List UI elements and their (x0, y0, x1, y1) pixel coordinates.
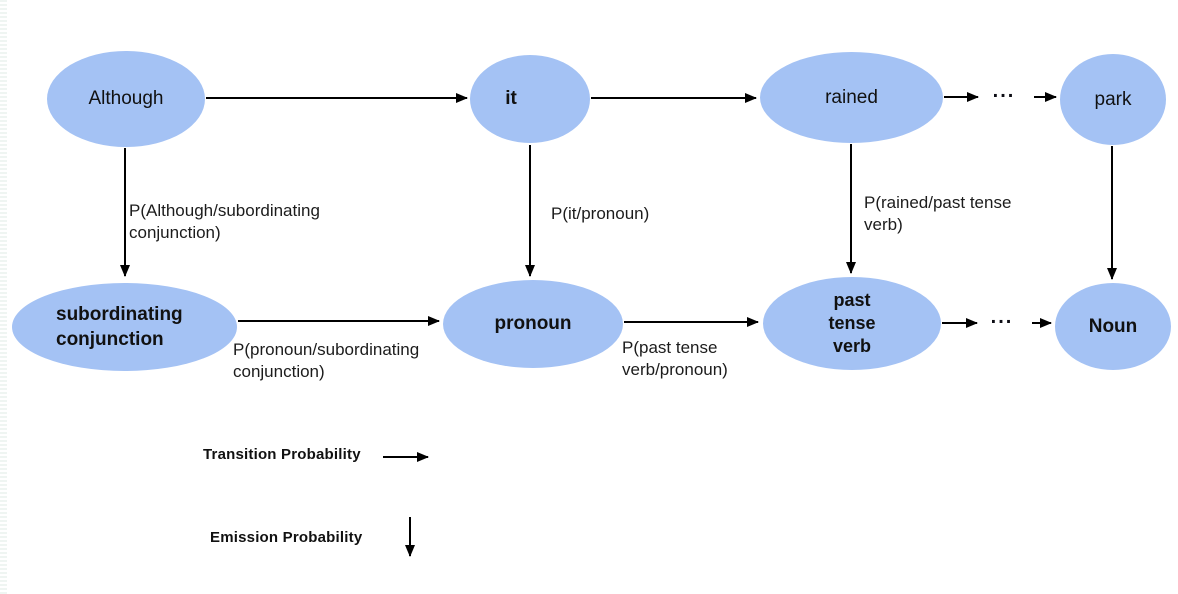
legend-emission-probability: Emission Probability (210, 529, 363, 546)
node-tag-noun: Noun (1055, 283, 1171, 370)
node-label: Although (88, 88, 164, 109)
node-word-it: it (470, 55, 590, 143)
emission-probability-label-it: P(it/pronoun) (551, 204, 650, 223)
node-tag-subordinating-conjunction: subordinating conjunction (12, 283, 237, 371)
node-word-rained: rained (760, 52, 943, 143)
node-label: past tense verb (828, 290, 876, 356)
node-label: pronoun (494, 313, 572, 334)
ellipsis-bottom: ... (990, 306, 1014, 328)
node-label: it (505, 88, 517, 109)
page-edge-texture (0, 0, 7, 594)
ellipsis-top: ... (992, 80, 1016, 102)
legend-transition-probability: Transition Probability (203, 446, 361, 463)
transition-probability-label-past-tense-verb: P(past tense verb/pronoun) (622, 338, 728, 379)
emission-probability-label-rained: P(rained/past tense verb) (864, 193, 1012, 234)
node-label: subordinating conjunction (56, 304, 183, 350)
node-label: rained (825, 86, 878, 108)
node-tag-pronoun: pronoun (443, 280, 623, 368)
node-label: Noun (1088, 315, 1138, 337)
transition-probability-label-pronoun: P(pronoun/subordinating conjunction) (233, 340, 420, 381)
emission-probability-label-although: P(Although/subordinating conjunction) (129, 201, 320, 242)
node-word-although: Although (47, 51, 205, 147)
node-word-park: park (1060, 54, 1166, 145)
node-label: park (1094, 88, 1132, 110)
node-tag-past-tense-verb: past tense verb (763, 277, 941, 370)
